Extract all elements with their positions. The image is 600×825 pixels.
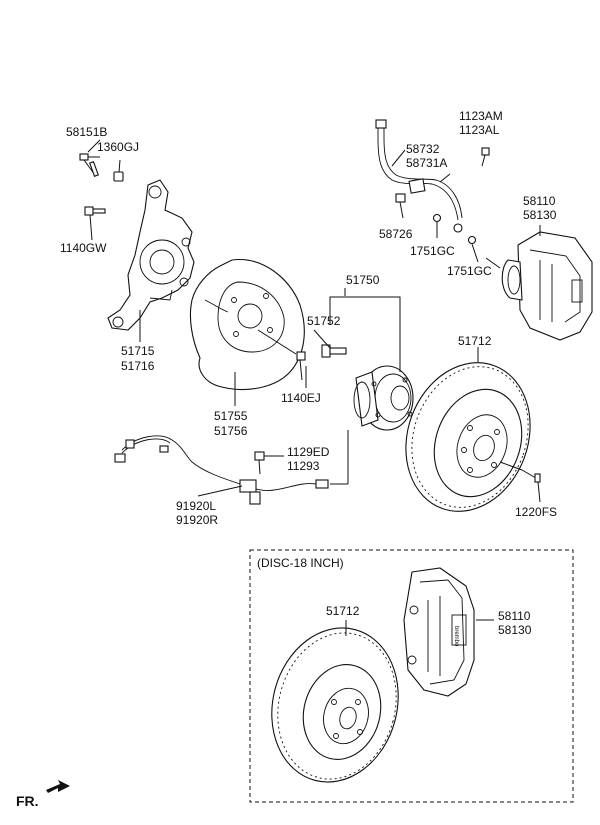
inset-caliper: brembo [403, 567, 494, 697]
screw-1220FS [499, 461, 541, 503]
label-1123AL: 1123AL [459, 123, 500, 137]
part-labels: 58151B 1360GJ 1140GW 51715 51716 51755 5… [16, 109, 557, 809]
label-51755: 51755 [214, 409, 248, 423]
label-58151B: 58151B [66, 125, 107, 139]
label-58731A: 58731A [406, 156, 447, 170]
bolt-58151B [79, 153, 100, 177]
front-orientation-label: FR. [16, 793, 39, 809]
inset-label-58110: 58110 [498, 609, 531, 623]
label-51752: 51752 [307, 314, 341, 328]
inset-frame [249, 549, 574, 803]
bolt-1140GW [84, 206, 106, 241]
nut-1360GJ [113, 159, 124, 182]
bolt-1129ED [254, 451, 284, 475]
bolt-58726 [395, 193, 406, 219]
label-1360GJ: 1360GJ [97, 140, 139, 154]
inset-title: (DISC-18 INCH) [257, 556, 344, 570]
label-1751GC-a: 1751GC [410, 244, 455, 258]
label-91920R: 91920R [176, 513, 218, 527]
wheel-speed-sensor [114, 430, 349, 505]
front-direction-arrow-icon [46, 780, 70, 793]
gaskets-1751GC [432, 213, 479, 263]
label-1751GC-b: 1751GC [447, 264, 492, 278]
dust-cover [189, 259, 305, 391]
steering-knuckle [107, 179, 195, 331]
label-1123AM: 1123AM [459, 109, 503, 123]
label-1140EJ: 1140EJ [281, 391, 321, 405]
label-58130: 58130 [523, 208, 557, 222]
bolt-1140EJ [257, 329, 306, 381]
brake-disc [405, 362, 531, 512]
label-1140GW: 1140GW [60, 241, 107, 255]
brake-hose [375, 119, 463, 221]
hub-bearing [353, 365, 414, 431]
svg-text:brembo: brembo [453, 626, 459, 647]
label-91920L: 91920L [176, 499, 216, 513]
label-11293: 11293 [287, 459, 320, 473]
label-1129ED: 1129ED [287, 445, 330, 459]
label-51716: 51716 [121, 359, 155, 373]
label-51712: 51712 [458, 334, 492, 348]
label-51715: 51715 [121, 344, 155, 358]
inset-label-51712: 51712 [326, 604, 360, 618]
label-1220FS: 1220FS [515, 505, 557, 519]
label-58726: 58726 [379, 227, 413, 241]
label-51756: 51756 [214, 424, 248, 438]
inset-brake-disc [271, 620, 399, 783]
label-58110: 58110 [523, 194, 556, 208]
bolt-1123AM [481, 147, 490, 167]
label-51750: 51750 [346, 273, 380, 287]
caliper [501, 225, 593, 341]
label-58732: 58732 [406, 142, 440, 156]
hub-bolt-51752 [321, 344, 347, 358]
inset-label-58130: 58130 [498, 623, 532, 637]
